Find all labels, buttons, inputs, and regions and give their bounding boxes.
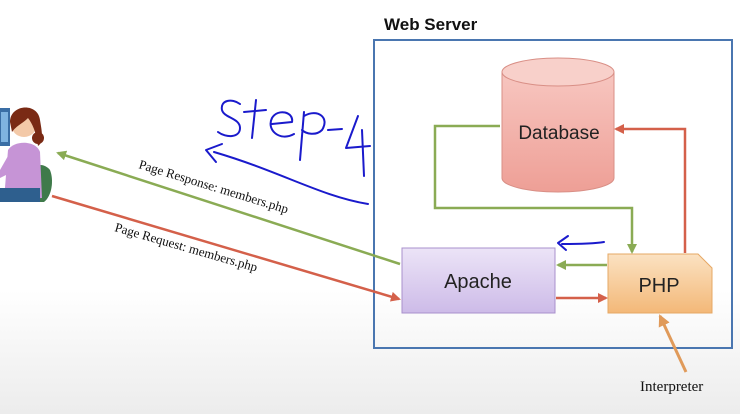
php-node (607, 253, 713, 314)
apache-node (401, 247, 556, 314)
handwritten-step-annotation (205, 99, 605, 251)
request-arrow (51, 194, 401, 302)
interpreter-label: Interpreter (640, 379, 703, 395)
web-server-title: Web Server (384, 15, 478, 34)
php-to-db-arrow (614, 124, 687, 253)
database-node (501, 57, 615, 193)
database-label: Database (518, 123, 599, 144)
interpreter-arrow (658, 314, 688, 373)
php-label: PHP (638, 275, 679, 297)
web-server-box (373, 39, 733, 349)
user-icon (0, 107, 52, 202)
request-label: Page Request: members.php (113, 219, 259, 274)
apache-label: Apache (444, 271, 512, 293)
response-arrow (56, 150, 401, 266)
db-to-php-arrow (433, 124, 637, 254)
